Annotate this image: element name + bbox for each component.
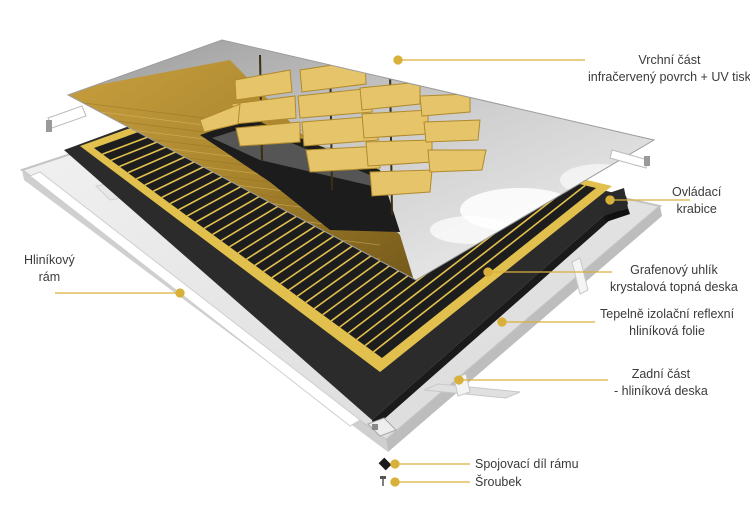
callout-dot-frame xyxy=(175,288,185,298)
label-heater-line1: Grafenový uhlík xyxy=(630,263,718,277)
insulation-foil-edge xyxy=(372,196,628,428)
label-control-box-line2: krabice xyxy=(676,202,717,216)
label-control-box: Ovládací krabice xyxy=(672,184,721,218)
callout-lines xyxy=(55,55,690,487)
label-back-plate: Zadní část - hliníková deska xyxy=(614,366,708,400)
screw-icon xyxy=(380,476,386,486)
callout-dot-top-surface xyxy=(393,55,403,65)
label-insulation: Tepelně izolační reflexní hliníková foli… xyxy=(600,306,734,340)
aluminium-frame xyxy=(29,171,589,427)
label-back-plate-line2: - hliníková deska xyxy=(614,384,708,398)
label-heater-line2: krystalová topná deska xyxy=(610,280,738,294)
callout-dot-screw xyxy=(390,477,400,487)
label-control-box-line1: Ovládací xyxy=(672,185,722,199)
label-connector: Spojovací díl rámu xyxy=(475,456,579,473)
label-top-surface-line1: Vrchní část xyxy=(638,53,701,67)
label-top-surface: Vrchní část infračervený povrch + UV tis… xyxy=(588,52,750,86)
mounting-brackets xyxy=(46,105,650,169)
label-frame-line1: Hliníkový xyxy=(24,253,75,267)
label-insulation-line2: hliníková folie xyxy=(629,324,705,338)
callout-dot-control-box xyxy=(605,195,615,205)
label-frame-line2: rám xyxy=(38,270,61,284)
label-screw-line1: Šroubek xyxy=(475,475,522,489)
label-frame: Hliníkový rám xyxy=(24,252,75,286)
callout-dot-insulation xyxy=(497,317,507,327)
connector-part-icon xyxy=(378,457,392,471)
label-insulation-line1: Tepelně izolační reflexní xyxy=(600,307,735,321)
callout-dot-heater xyxy=(483,267,493,277)
heater-stripe xyxy=(373,184,586,353)
label-screw: Šroubek xyxy=(475,474,522,491)
label-connector-line1: Spojovací díl rámu xyxy=(475,457,579,471)
ship-sails xyxy=(199,40,487,197)
label-heater: Grafenový uhlík krystalová topná deska xyxy=(610,262,738,296)
frame-connector xyxy=(367,417,397,437)
callout-dot-back-plate xyxy=(454,375,464,385)
callout-dot-connector xyxy=(390,459,400,469)
label-top-surface-line2: infračervený povrch + UV tisk xyxy=(588,70,750,84)
heater-stripe xyxy=(364,182,575,347)
label-back-plate-line1: Zadní část xyxy=(631,367,691,381)
